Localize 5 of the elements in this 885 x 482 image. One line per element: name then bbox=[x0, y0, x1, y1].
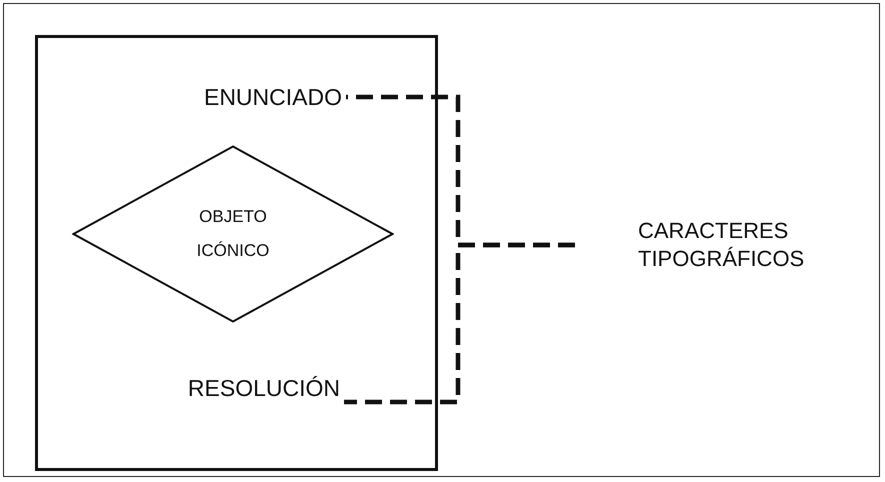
frame-box bbox=[35, 35, 438, 471]
text-label: ENUNCIADO bbox=[138, 82, 342, 112]
diamond-label: OBJETO ICÓNICO bbox=[196, 206, 270, 262]
text-label: CARACTERES TIPOGRÁFICOS bbox=[580, 216, 840, 274]
text-label: RESOLUCIÓN bbox=[128, 372, 340, 404]
